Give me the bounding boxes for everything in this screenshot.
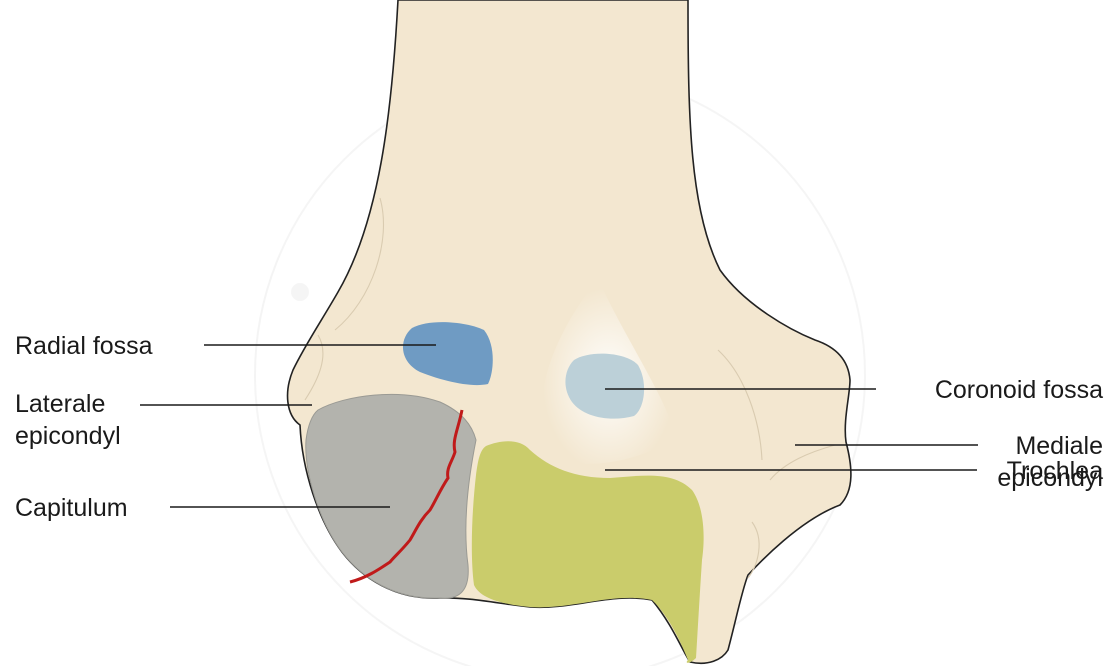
label-laterale-epicondyl-line1: Laterale <box>15 390 105 418</box>
label-laterale-epicondyl-line2: epicondyl <box>15 422 121 450</box>
label-trochlea: Trochlea <box>1007 457 1103 485</box>
label-radial-fossa: Radial fossa <box>15 332 153 360</box>
capitulum-shape <box>306 394 476 598</box>
label-coronoid-fossa: Coronoid fossa <box>935 376 1103 404</box>
label-mediale-epicondyl-line1: Mediale <box>1015 432 1103 460</box>
label-capitulum: Capitulum <box>15 494 128 522</box>
